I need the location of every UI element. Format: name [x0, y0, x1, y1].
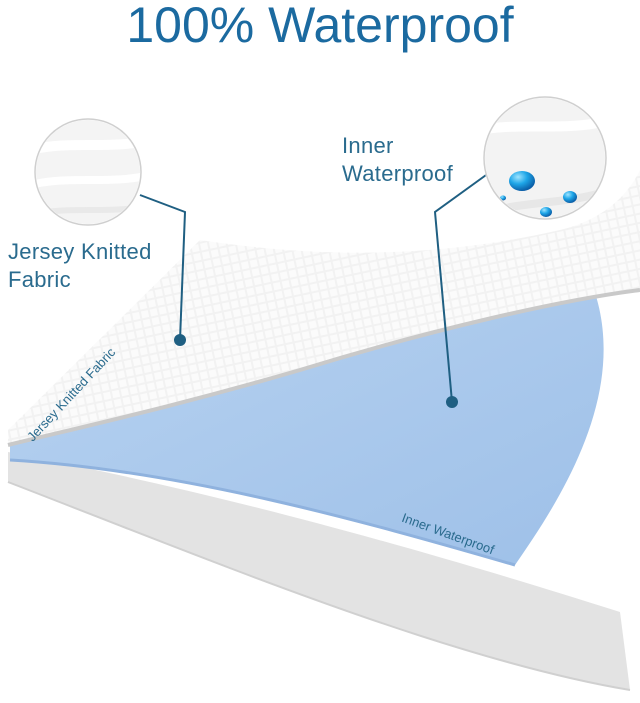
waterproof-zoom-bubble: [483, 96, 607, 220]
fabric-layer-shadow: [7, 288, 640, 447]
water-droplet-medium: [563, 191, 577, 203]
jersey-callout-label: Jersey Knitted Fabric: [8, 239, 152, 292]
inner-callout-line: [433, 169, 494, 403]
jersey-knitted-fabric-layer: [8, 170, 640, 445]
water-droplet-large: [509, 171, 535, 191]
inner-callout-label: Inner Waterproof: [342, 133, 454, 186]
fabric-zoom-bubble: [34, 118, 142, 226]
inner-waterproof-layer: [10, 268, 604, 565]
inner-callout-dot: [446, 396, 458, 408]
water-droplet-tiny: [500, 195, 506, 201]
base-layer-edge: [7, 481, 631, 691]
inner-waterproof-edge: [9, 458, 516, 567]
jersey-callout-dot: [174, 334, 186, 346]
water-droplet-small: [540, 207, 552, 217]
jersey-callout-line: [139, 194, 187, 341]
page-title: 100% Waterproof: [126, 0, 514, 53]
base-layer: [8, 452, 630, 690]
